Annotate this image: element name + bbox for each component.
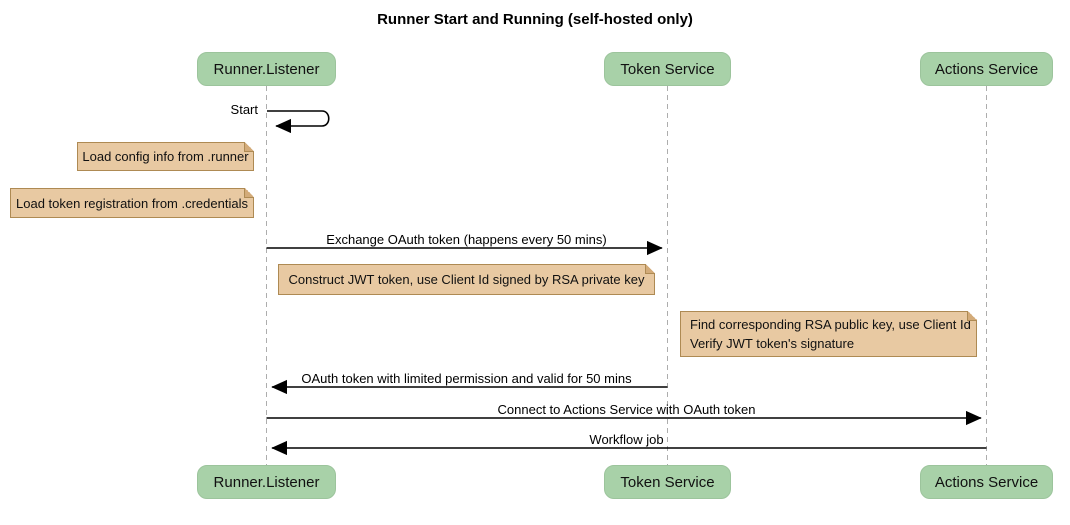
note-find-rsa-public-key: Find corresponding RSA public key, use C… (680, 311, 977, 357)
note-text: Load token registration from .credential… (16, 195, 248, 211)
note-load-token-registration: Load token registration from .credential… (10, 188, 254, 218)
arrow-start-self-message (267, 110, 330, 134)
note-text: Construct JWT token, use Client Id signe… (288, 272, 645, 287)
participant-bottom-token-service: Token Service (604, 465, 731, 499)
note-text-line: Find corresponding RSA public key, use C… (690, 317, 971, 332)
note-fold-icon (645, 264, 655, 274)
participant-top-token-service: Token Service (604, 52, 731, 86)
message-label-oauth-return: OAuth token with limited permission and … (301, 371, 632, 386)
participant-label: Actions Service (934, 60, 1039, 78)
participant-top-runner-listener: Runner.Listener (197, 52, 336, 86)
participant-bottom-runner-listener: Runner.Listener (197, 465, 336, 499)
note-construct-jwt: Construct JWT token, use Client Id signe… (278, 264, 655, 295)
participant-top-actions-service: Actions Service (920, 52, 1053, 86)
message-label-connect: Connect to Actions Service with OAuth to… (497, 402, 756, 417)
message-label-exchange-oauth: Exchange OAuth token (happens every 50 m… (326, 232, 607, 247)
message-label-start: Start (230, 102, 258, 117)
participant-label: Token Service (620, 473, 715, 491)
note-load-config: Load config info from .runner (77, 142, 254, 171)
diagram-title: Runner Start and Running (self-hosted on… (377, 11, 693, 28)
participant-bottom-actions-service: Actions Service (920, 465, 1053, 499)
message-label-workflow-job: Workflow job (589, 432, 664, 447)
participant-label: Actions Service (934, 473, 1039, 491)
participant-label: Runner.Listener (213, 473, 320, 491)
participant-label: Runner.Listener (213, 60, 320, 78)
participant-label: Token Service (620, 60, 715, 78)
note-fold-icon (967, 311, 977, 321)
note-text-line: Verify JWT token's signature (690, 336, 855, 351)
note-text: Load config info from .runner (82, 149, 249, 164)
note-fold-icon (244, 142, 254, 152)
note-fold-icon (244, 188, 254, 198)
